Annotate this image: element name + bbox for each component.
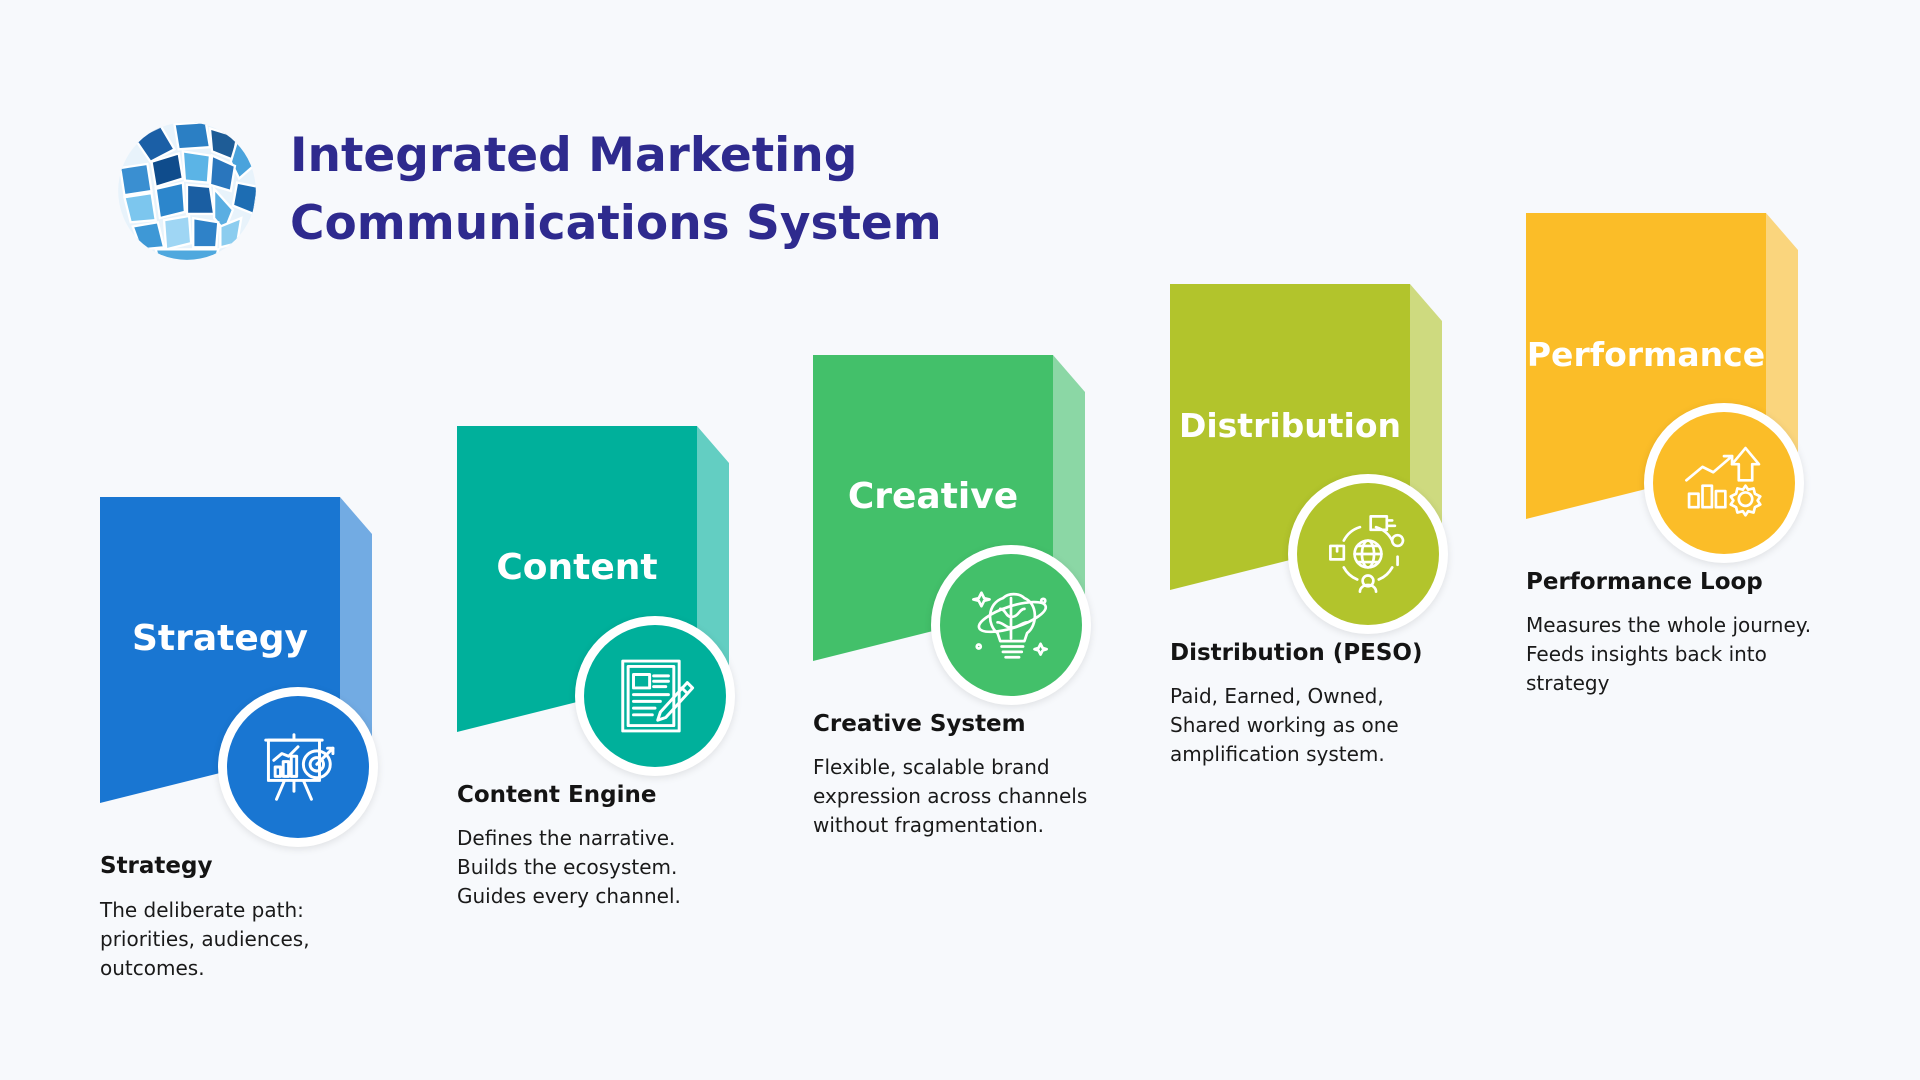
growth-chart-gear-icon bbox=[1685, 446, 1762, 517]
step-heading-content: Content Engine bbox=[457, 782, 657, 808]
document-pencil-icon bbox=[621, 659, 695, 733]
step-heading-strategy: Strategy bbox=[100, 853, 213, 879]
strategy-icon-badge bbox=[218, 687, 378, 847]
band-label-creative: Creative bbox=[847, 476, 1019, 517]
performance-icon-badge bbox=[1644, 403, 1804, 563]
distribution-icon-badge bbox=[1288, 474, 1448, 634]
step-distribution: Distribution Di bbox=[1170, 284, 1490, 784]
content-icon-badge bbox=[575, 616, 735, 776]
band-label-performance: Performance bbox=[1526, 335, 1766, 374]
step-description-creative: Flexible, scalable brand expression acro… bbox=[813, 755, 1088, 837]
step-description-strategy: The deliberate path: priorities, audienc… bbox=[100, 898, 310, 980]
step-description-performance: Measures the whole journey. Feeds insigh… bbox=[1526, 613, 1812, 695]
globe-network-icon bbox=[1329, 515, 1405, 593]
step-heading-creative: Creative System bbox=[813, 711, 1026, 737]
step-heading-distribution: Distribution (PESO) bbox=[1170, 640, 1423, 666]
step-description-content: Defines the narrative. Builds the ecosys… bbox=[457, 826, 681, 908]
page-title: Integrated Marketing Communications Syst… bbox=[290, 128, 942, 251]
step-creative: Creative Creative System Flexible, scala bbox=[813, 355, 1133, 855]
band-label-distribution: Distribution bbox=[1178, 406, 1402, 445]
step-content: Content Content Engine Defines the narra… bbox=[457, 426, 777, 926]
step-performance: Performance Performance Loop Measures th… bbox=[1526, 213, 1846, 713]
mosaic-globe-logo bbox=[118, 122, 256, 260]
band-label-content: Content bbox=[496, 547, 658, 588]
step-strategy: Strategy Strategy The deliberate path: p bbox=[100, 497, 420, 997]
step-description-distribution: Paid, Earned, Owned, Shared working as o… bbox=[1170, 684, 1399, 766]
presentation-target-icon bbox=[264, 733, 335, 801]
brain-lightbulb-icon bbox=[972, 591, 1048, 659]
band-label-strategy: Strategy bbox=[131, 618, 309, 659]
step-heading-performance: Performance Loop bbox=[1526, 569, 1763, 595]
creative-icon-badge bbox=[931, 545, 1091, 705]
